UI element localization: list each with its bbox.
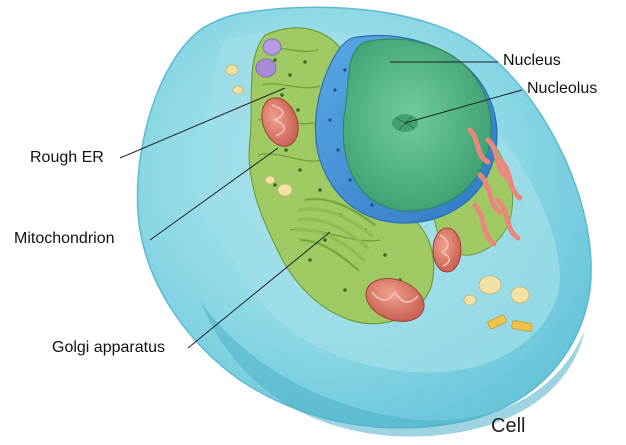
label-nucleus: Nucleus (503, 53, 561, 69)
label-nucleolus: Nucleolus (527, 81, 597, 97)
label-rough-er: Rough ER (30, 150, 104, 166)
label-golgi-apparatus: Golgi apparatus (52, 340, 165, 356)
label-mitochondrion: Mitochondrion (14, 231, 115, 247)
figure-caption: Cell (491, 416, 525, 436)
